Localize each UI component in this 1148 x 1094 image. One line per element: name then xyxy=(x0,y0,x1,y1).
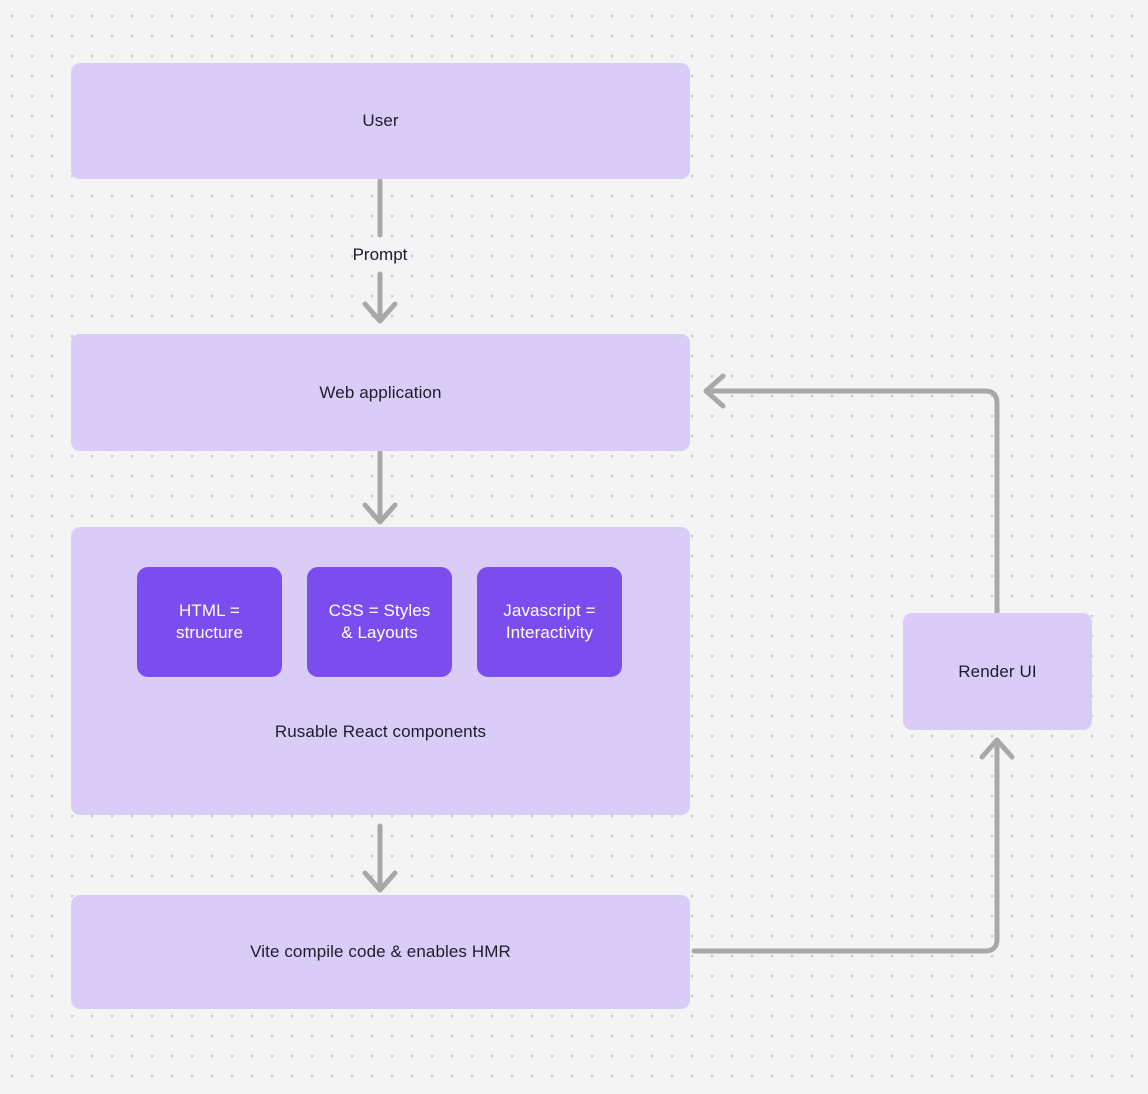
node-components-container[interactable]: HTML = structure CSS = Styles & Layouts … xyxy=(71,527,690,815)
edge-vite-to-render-ui xyxy=(691,739,1000,954)
arrowhead-web-to-components xyxy=(362,502,398,525)
node-vite-label: Vite compile code & enables HMR xyxy=(250,942,511,962)
node-render-ui[interactable]: Render UI xyxy=(903,613,1092,730)
arrowhead-components-to-vite xyxy=(362,870,398,893)
chip-html[interactable]: HTML = structure xyxy=(137,567,282,677)
edge-render-ui-to-web xyxy=(705,388,1000,615)
edge-label-prompt-text: Prompt xyxy=(352,245,408,264)
chip-html-label: HTML = structure xyxy=(175,600,244,642)
chip-css-label: CSS = Styles & Layouts xyxy=(328,600,431,642)
node-web-application-label: Web application xyxy=(319,382,442,402)
node-render-ui-label: Render UI xyxy=(958,661,1037,681)
chip-css[interactable]: CSS = Styles & Layouts xyxy=(307,567,452,677)
node-components-container-caption-text: Rusable React components xyxy=(274,722,487,741)
arrowhead-render-ui-to-web xyxy=(703,373,726,409)
arrowhead-user-to-web xyxy=(362,301,398,324)
node-web-application[interactable]: Web application xyxy=(71,334,690,451)
edge-label-prompt: Prompt xyxy=(330,245,430,265)
chip-javascript-label: Javascript = Interactivity xyxy=(503,600,596,642)
node-user-label: User xyxy=(362,111,399,131)
arrowhead-vite-to-render-ui xyxy=(979,737,1015,760)
node-vite[interactable]: Vite compile code & enables HMR xyxy=(71,895,690,1009)
node-user[interactable]: User xyxy=(71,63,690,179)
node-components-container-caption: Rusable React components xyxy=(71,721,690,742)
chip-javascript[interactable]: Javascript = Interactivity xyxy=(477,567,622,677)
